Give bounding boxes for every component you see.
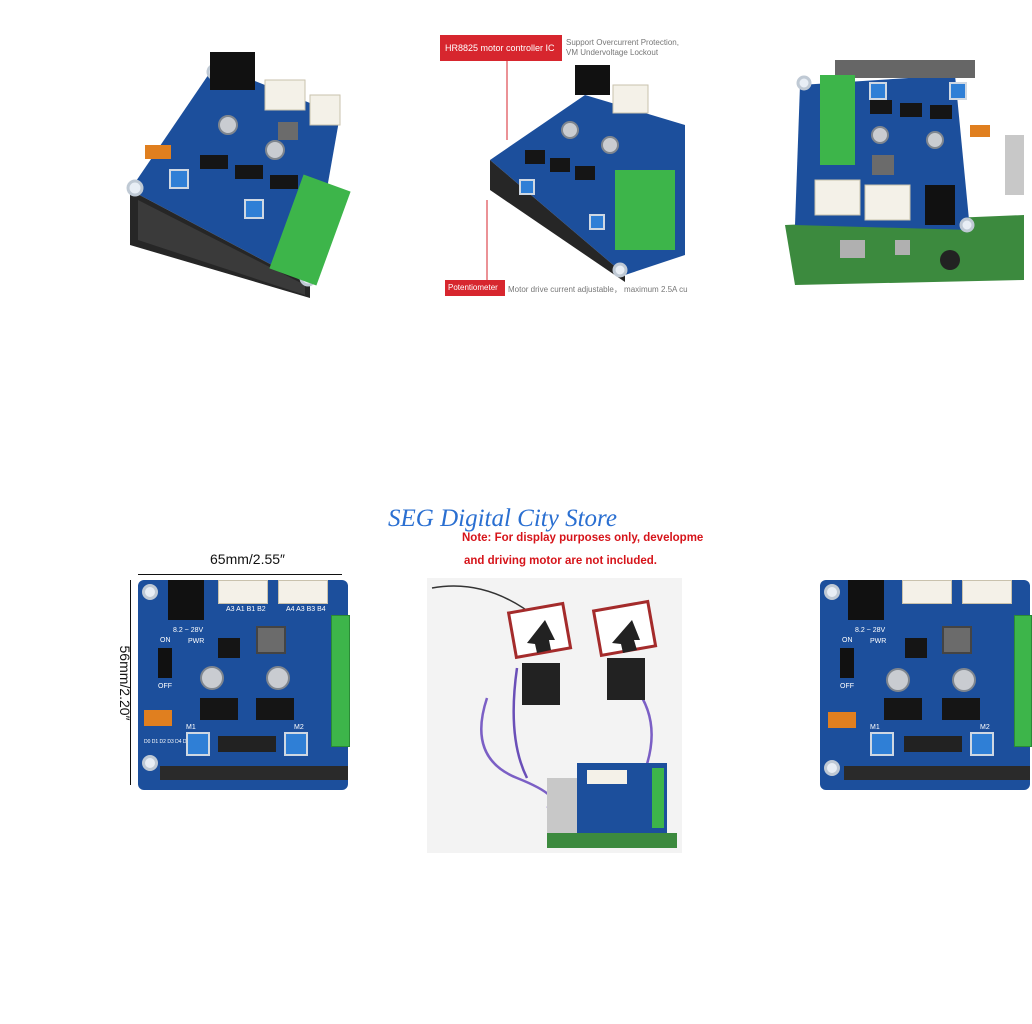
potentiometer-1 bbox=[870, 732, 894, 756]
m1-label: M1 bbox=[870, 724, 880, 731]
dimension-width-label: 65mm/2.55″ bbox=[210, 551, 285, 567]
dc-jack bbox=[168, 580, 204, 620]
callout-ic-title: HR8825 motor controller IC bbox=[440, 35, 562, 61]
regulator-chip bbox=[218, 638, 240, 658]
on-label: ON bbox=[160, 637, 171, 644]
off-label: OFF bbox=[158, 683, 172, 690]
off-label: OFF bbox=[840, 683, 854, 690]
product-photo-angled-board bbox=[110, 40, 351, 300]
m2-label: M2 bbox=[294, 724, 304, 731]
note-line-2: and driving motor are not included. bbox=[464, 555, 657, 567]
product-demo-panel: SEG Digital City Store Note: For display… bbox=[385, 500, 703, 860]
mount-hole bbox=[142, 755, 158, 771]
power-switch bbox=[158, 648, 172, 678]
sense-resistors bbox=[904, 736, 962, 752]
mount-hole bbox=[824, 760, 840, 776]
pwr-label: PWR bbox=[870, 638, 887, 645]
voltage-label: 8.2 ~ 28V bbox=[855, 627, 886, 634]
callout-ic-desc-line2: VM Undervoltage Lockout bbox=[566, 48, 659, 57]
board-callout-illustration bbox=[486, 60, 685, 285]
dimension-width-line bbox=[138, 574, 342, 575]
potentiometer-2 bbox=[284, 732, 308, 756]
callout-pot-desc: Motor drive current adjustable， maximum … bbox=[508, 285, 688, 294]
product-front-view: 8.2 ~ 28V PWR ON OFF M1 M2 bbox=[818, 578, 1032, 790]
terminal-block bbox=[1014, 615, 1032, 747]
dc-jack bbox=[848, 580, 884, 620]
pcb-board: A3 A1 B1 B2 A4 A3 B3 B4 8.2 ~ 28V PWR ON… bbox=[138, 580, 350, 790]
product-photo-callouts: HR8825 motor controller IC Support Overc… bbox=[435, 30, 688, 300]
motor-connector-a bbox=[902, 580, 952, 604]
pcb-board: 8.2 ~ 28V PWR ON OFF M1 M2 bbox=[820, 580, 1032, 790]
gpio-header bbox=[844, 766, 1030, 780]
board-on-pi-illustration bbox=[785, 60, 1024, 285]
product-dimensions-view: 65mm/2.55″ 56mm/2.20″ A3 A1 B1 B2 A4 A3 … bbox=[110, 545, 350, 790]
pwr-label: PWR bbox=[188, 638, 205, 645]
driver-chip-1 bbox=[200, 698, 238, 720]
capacitor bbox=[200, 666, 224, 690]
inductor bbox=[256, 626, 286, 654]
sense-resistors bbox=[218, 736, 276, 752]
mount-hole bbox=[142, 584, 158, 600]
potentiometer-2 bbox=[970, 732, 994, 756]
voltage-label: 8.2 ~ 28V bbox=[173, 627, 204, 634]
store-name: SEG Digital City Store bbox=[388, 505, 617, 532]
terminal-block bbox=[331, 615, 350, 747]
capacitor bbox=[266, 666, 290, 690]
dip-switch bbox=[144, 710, 172, 726]
callout-pot-title: Potentiometer bbox=[445, 280, 505, 296]
mount-hole bbox=[824, 584, 840, 600]
driver-chip-2 bbox=[942, 698, 980, 720]
note-line-1: Note: For display purposes only, develop… bbox=[462, 532, 704, 544]
pins-label-a: A3 A1 B1 B2 bbox=[226, 606, 266, 613]
inductor bbox=[942, 626, 972, 654]
motor-connector-a bbox=[218, 580, 268, 604]
power-switch bbox=[840, 648, 854, 678]
dip-switch bbox=[828, 712, 856, 728]
product-photo-mounted-on-pi bbox=[780, 55, 1024, 285]
gpio-header bbox=[160, 766, 348, 780]
board-angled-illustration bbox=[126, 52, 351, 298]
motor-connector-b bbox=[278, 580, 328, 604]
dip-label: D0 D1 D2 D3 D4 D5 bbox=[144, 739, 190, 745]
m1-label: M1 bbox=[186, 724, 196, 731]
motor-connector-b bbox=[962, 580, 1012, 604]
potentiometer-1 bbox=[186, 732, 210, 756]
capacitor bbox=[952, 668, 976, 692]
on-label: ON bbox=[842, 637, 853, 644]
regulator-chip bbox=[905, 638, 927, 658]
demo-setup-photo bbox=[427, 578, 682, 853]
dimension-height-line bbox=[130, 580, 131, 785]
pins-label-b: A4 A3 B3 B4 bbox=[286, 606, 326, 613]
driver-chip-1 bbox=[884, 698, 922, 720]
m2-label: M2 bbox=[980, 724, 990, 731]
callout-ic-desc-line1: Support Overcurrent Protection, bbox=[566, 38, 679, 47]
capacitor bbox=[886, 668, 910, 692]
driver-chip-2 bbox=[256, 698, 294, 720]
